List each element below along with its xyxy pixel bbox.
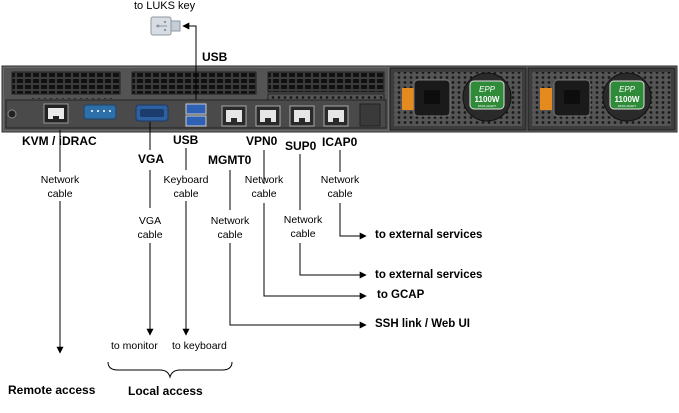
vga-label: VGA (138, 152, 165, 166)
vga-cable-label: VGA cable (130, 214, 170, 242)
sup-line-b (299, 243, 367, 279)
usb-luks-line (182, 22, 197, 100)
vpn-cable-line2: cable (251, 188, 277, 200)
mgmt-cable-line1: Network (210, 215, 250, 227)
mgmt-cable-label: Network cable (205, 214, 255, 242)
connection-lines (56, 22, 367, 379)
usb-key-icon (150, 16, 181, 36)
local-access-brace (107, 361, 233, 379)
usb-label: USB (173, 133, 199, 147)
psu2-rating: 1100W (615, 95, 640, 104)
icap-destination: to external services (375, 229, 483, 241)
mgmt-cable-line2: cable (217, 229, 243, 241)
sup0-label: SUP0 (285, 139, 317, 153)
to-monitor-label: to monitor (111, 340, 158, 352)
mgmt-destination: SSH link / Web UI (375, 318, 470, 330)
server-chassis (1, 65, 678, 133)
kvm-cable-label: Network cable (35, 173, 85, 201)
psu2-brand: EPP (619, 85, 636, 94)
psu2-sub: PASS ADAPT (618, 104, 637, 108)
icap-cable-label: Network cable (315, 173, 365, 201)
icap-cable-line2: cable (327, 188, 353, 200)
icap-cable-line1: Network (320, 174, 360, 186)
keyboard-cable-line1: Keyboard (163, 174, 209, 186)
mgmt-line-b (229, 243, 367, 329)
vpn-cable-line1: Network (244, 174, 284, 186)
keyboard-cable-line2: cable (173, 188, 199, 200)
local-access-label: Local access (128, 384, 203, 398)
sup-destination: to external services (375, 269, 483, 281)
vpn-destination: to GCAP (377, 289, 425, 301)
mgmt0-label: MGMT0 (208, 153, 252, 167)
sup-cable-line1: Network (283, 214, 323, 226)
luks-key-label: to LUKS key (134, 0, 196, 12)
usb-top-label: USB (202, 50, 228, 64)
vpn-cable-label: Network cable (239, 173, 289, 201)
icap-line-b (339, 203, 367, 240)
icap0-label: ICAP0 (322, 135, 358, 149)
sup-cable-label: Network cable (278, 213, 328, 241)
vpn-line-b (263, 203, 367, 300)
psu1-rating: 1100W (475, 95, 500, 104)
vpn0-label: VPN0 (246, 134, 278, 148)
vga-cable-line2: cable (137, 229, 163, 241)
to-keyboard-label: to keyboard (172, 340, 227, 352)
keyboard-cable-label: Keyboard cable (158, 173, 214, 201)
vga-cable-line1: VGA (138, 215, 162, 227)
psu1-brand: EPP (479, 85, 496, 94)
sup-cable-line2: cable (290, 228, 316, 240)
kvm-cable-line1: Network (40, 174, 80, 186)
remote-access-label: Remote access (8, 383, 96, 397)
psu1-sub: PASS ADAPT (478, 104, 497, 108)
kvm-idrac-label: KVM / iDRAC (22, 134, 97, 148)
kvm-cable-line2: cable (47, 188, 73, 200)
